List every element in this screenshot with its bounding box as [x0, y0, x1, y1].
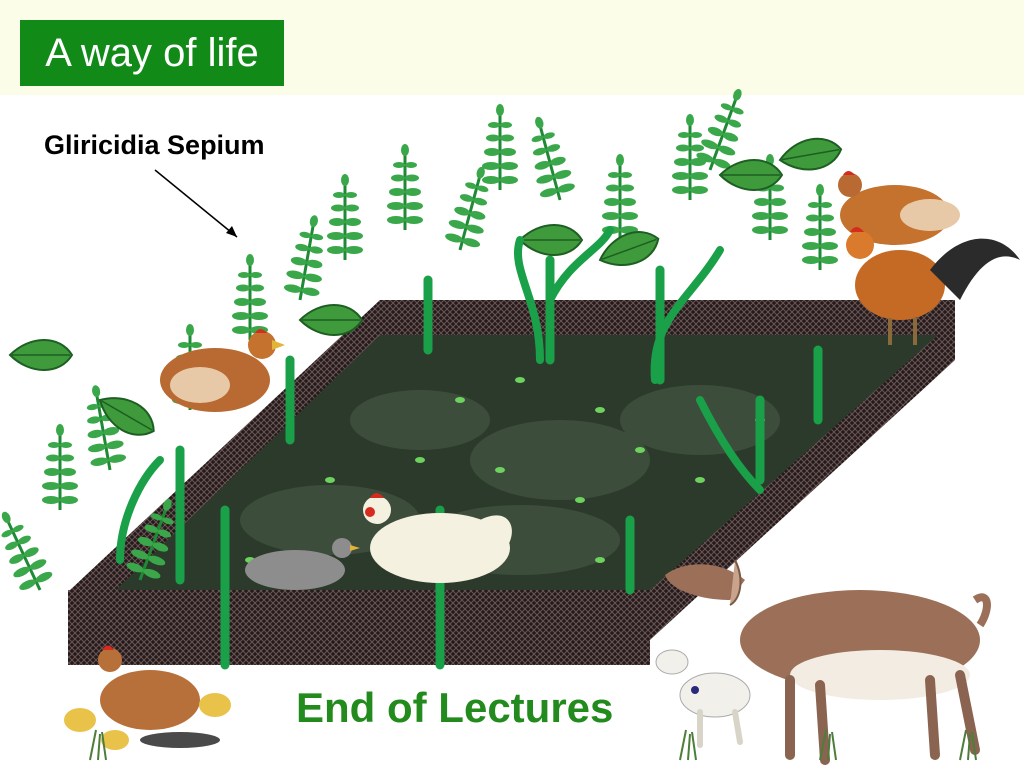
brown-goat	[665, 559, 991, 765]
slide-title: A way of life	[20, 20, 284, 86]
front-fence	[68, 590, 650, 665]
right-fence	[650, 320, 955, 640]
hen-with-chicks	[64, 645, 231, 750]
hen-on-tree	[160, 329, 285, 412]
grass-tufts	[89, 729, 977, 761]
rooster	[846, 227, 1020, 345]
white-hen	[363, 493, 512, 583]
plant-label: Gliricidia Sepium	[44, 130, 265, 160]
footer-title: End of Lectures	[296, 684, 614, 731]
arrow-head	[226, 226, 237, 237]
tree-trunks	[116, 226, 764, 564]
plant-label-arrow	[154, 169, 238, 238]
left-fence	[70, 300, 380, 610]
kid-goat	[655, 649, 751, 748]
hen-top-right	[838, 171, 960, 245]
grey-hen	[245, 538, 360, 590]
